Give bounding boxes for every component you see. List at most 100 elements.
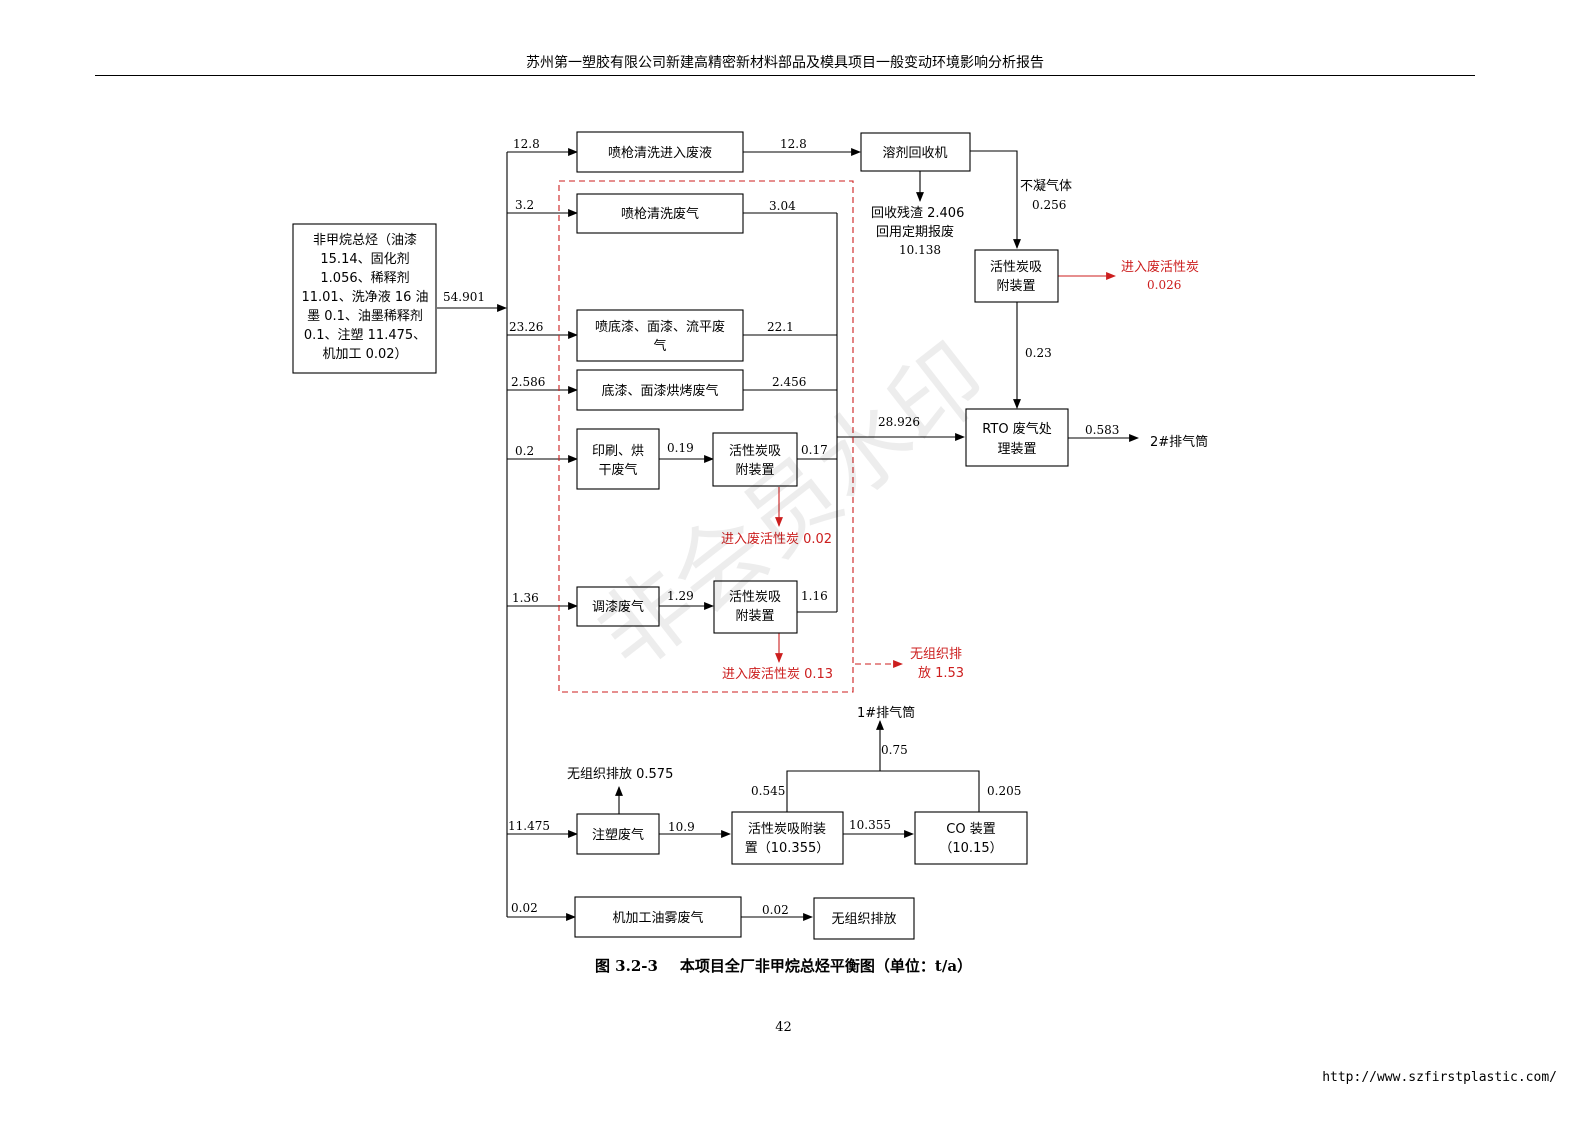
box-spray-gas (576, 193, 744, 234)
box-co-label-1: CO 装置 (946, 822, 995, 837)
box-co (914, 811, 1028, 865)
label-carbon2-out: 1.16 (801, 589, 828, 603)
box-paint (576, 309, 744, 362)
label-carbon-top-out: 0.23 (1025, 346, 1052, 360)
label-top-spent-carbon-2: 0.026 (1147, 278, 1181, 292)
source-line-5: 墨 0.1、油墨稀释剂 (307, 309, 423, 324)
label-top-spent-carbon-1: 进入废活性炭 (1121, 259, 1199, 275)
box-carbon-2-label-1: 活性炭吸 (729, 590, 781, 605)
source-line-3: 1.056、稀释剂 (320, 271, 409, 286)
label-residue-3: 10.138 (899, 243, 941, 257)
label-carbon1-out: 0.17 (801, 443, 828, 457)
box-carbon-molding (731, 811, 844, 865)
label-noncondensable-2: 0.256 (1032, 198, 1066, 212)
label-molding-to-carbon: 10.9 (668, 820, 695, 834)
label-branch-molding: 11.475 (508, 819, 550, 833)
box-carbon-1-label-2: 附装置 (735, 463, 774, 478)
label-residue-2: 回用定期报废 (876, 224, 954, 240)
label-co-up: 0.205 (987, 784, 1021, 798)
box-spray-gas-label: 喷枪清洗废气 (621, 206, 699, 222)
box-machining-label: 机加工油雾废气 (612, 910, 703, 926)
box-carbon-2 (713, 580, 798, 634)
label-residue-1: 回收残渣 2.406 (871, 206, 964, 221)
label-spray-gas-out: 3.04 (769, 199, 796, 213)
source-line-7: 机加工 0.02） (322, 347, 407, 362)
box-carbon-1 (712, 432, 798, 487)
red-flow-elements (558, 180, 1116, 693)
box-rto (965, 408, 1069, 467)
figure-caption-text: 本项目全厂非甲烷总烃平衡图（单位：t/a） (679, 957, 973, 975)
red-labels: 进入废活性炭 0.026 进入废活性炭 0.02 进入废活性炭 0.13 无组织… (721, 259, 1199, 682)
label-branch-spray-gas: 3.2 (515, 198, 534, 212)
label-stack-2: 2#排气筒 (1150, 434, 1208, 450)
box-carbon-molding-label-2: 置（10.355） (745, 841, 830, 856)
box-rto-label-2: 理装置 (997, 442, 1036, 457)
label-bake-out: 2.456 (772, 375, 806, 389)
box-carbon-top-label-1: 活性炭吸 (990, 260, 1042, 275)
label-fugitive-2: 放 1.53 (918, 666, 964, 681)
box-solvent-recovery-label: 溶剂回收机 (882, 146, 947, 161)
footer-url: http://www.szfirstplastic.com/ (1322, 1070, 1557, 1085)
label-machining-out: 0.02 (762, 903, 789, 917)
label-carbon-to-co: 10.355 (849, 818, 891, 832)
source-line-4: 11.01、洗净液 16 油 (301, 290, 428, 305)
label-noncondensable-1: 不凝气体 (1020, 178, 1072, 194)
header-divider (95, 75, 1475, 76)
noncondensable-gas-line (970, 150, 1021, 249)
box-molding (576, 813, 660, 855)
box-solvent-recovery (860, 132, 971, 172)
box-bake (576, 369, 744, 411)
box-spray-liquid-label: 喷枪清洗进入废液 (608, 145, 712, 161)
label-branch-machining: 0.02 (511, 901, 538, 915)
label-stack-1-flow: 0.75 (881, 743, 908, 757)
page-header-title: 苏州第一塑胶有限公司新建高精密新材料部品及模具项目一般变动环境影响分析报告 (526, 55, 1044, 71)
box-fugitive-label: 无组织排放 (831, 912, 896, 927)
box-rto-label-1: RTO 废气处 (982, 421, 1051, 437)
box-print-label-2: 干废气 (598, 462, 637, 478)
source-line-2: 15.14、固化剂 (320, 252, 409, 267)
label-rto-out: 0.583 (1085, 423, 1119, 437)
box-print (576, 428, 660, 490)
stack1-collector-line (786, 770, 980, 812)
box-labels: 非甲烷总烃（油漆 15.14、固化剂 1.056、稀释剂 11.01、洗净液 1… (301, 145, 1051, 927)
box-bake-label: 底漆、面漆烘烤废气 (601, 383, 718, 399)
label-branch-bake: 2.586 (511, 375, 545, 389)
label-stack-1: 1#排气筒 (857, 705, 915, 721)
label-branch-paint: 23.26 (509, 320, 543, 334)
flow-value-labels: 54.901 12.8 3.2 23.26 2.586 0.2 1.36 11.… (443, 137, 1208, 917)
flow-lines (437, 148, 1139, 921)
dashed-coating-boundary (558, 180, 854, 693)
label-branch-print: 0.2 (515, 444, 534, 458)
label-paint-out: 22.1 (767, 320, 794, 334)
box-fugitive (813, 897, 915, 940)
box-carbon-top (974, 249, 1059, 303)
box-carbon-2-label-2: 附装置 (735, 609, 774, 624)
label-branch-spray-liquid: 12.8 (513, 137, 540, 151)
source-line-6: 0.1、注塑 11.475、 (304, 328, 426, 343)
box-paint-label-1: 喷底漆、面漆、流平废 (595, 319, 725, 335)
process-boxes (292, 131, 1069, 940)
box-mixing (576, 586, 660, 627)
label-source-total: 54.901 (443, 290, 485, 304)
box-spray-liquid (576, 131, 744, 173)
label-print-to-carbon: 0.19 (667, 441, 694, 455)
box-print-label-1: 印刷、烘 (592, 444, 644, 459)
box-co-label-2: （10.15） (939, 841, 1002, 856)
label-molding-fugitive: 无组织排放 0.575 (567, 767, 673, 782)
label-carbon-molding-up: 0.545 (751, 784, 785, 798)
page-number: 42 (775, 1020, 792, 1035)
label-to-solvent: 12.8 (780, 137, 807, 151)
label-mixing-to-carbon: 1.29 (667, 589, 694, 603)
source-box (292, 223, 437, 374)
box-molding-label: 注塑废气 (592, 827, 644, 843)
box-carbon-top-label-2: 附装置 (996, 279, 1035, 294)
label-fugitive-1: 无组织排 (910, 647, 962, 662)
box-carbon-molding-label-1: 活性炭吸附装 (748, 822, 826, 837)
box-paint-label-2: 气 (653, 338, 666, 354)
box-machining (574, 896, 742, 938)
box-carbon-1-label-1: 活性炭吸 (729, 444, 781, 459)
source-line-1: 非甲烷总烃（油漆 (313, 232, 417, 248)
label-carbon1-spent: 进入废活性炭 0.02 (721, 531, 832, 547)
